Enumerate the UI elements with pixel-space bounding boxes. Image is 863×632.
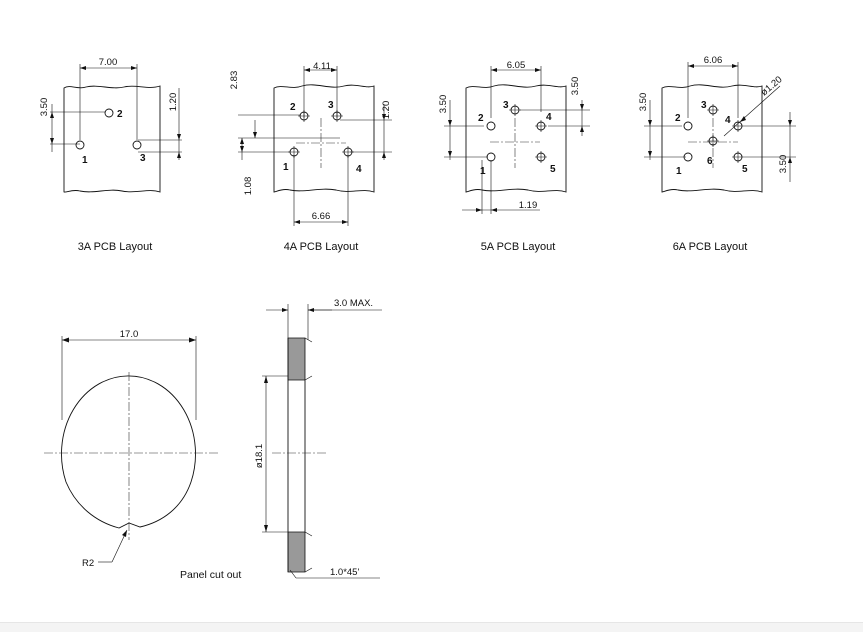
layout-caption: 6A PCB Layout [673,241,748,253]
layout-3a: 7.00 3.50 1.20 2 1 3 3A PCB Layout [39,57,182,253]
dim-label: 6.05 [507,60,526,71]
dim-label: 1.20 [381,101,392,120]
dim-label: 7.00 [99,57,118,68]
dimension-arrows [294,220,348,224]
pin-number: 3 [328,100,334,111]
pin-number: 3 [503,100,509,111]
dimension-arrows [491,68,541,72]
dim-label: 1.19 [519,200,538,211]
chamfer-edges [304,337,313,573]
pin-hole [104,108,114,118]
dim-label: 3.50 [570,77,581,96]
dimension-arrows [80,66,137,70]
layout-6a: 6.06 3.50 ø1.20 3.50 2 3 4 1 6 5 6A PCB … [638,55,796,253]
layout-caption: 4A PCB Layout [284,241,359,253]
viewer-bottom-bar [0,622,863,632]
pin-number: 2 [117,109,123,120]
cutout-outline [61,375,196,529]
pin-number: 4 [356,164,362,175]
dimension-arrows [688,64,738,68]
board-outline [273,84,375,193]
dim-label: 3.50 [778,155,789,174]
hatched-section [287,531,306,573]
pin-crosshairs [707,104,744,163]
panel-width-label: 17.0 [120,329,139,340]
dimension-arrows [476,208,497,212]
pin-number: 1 [283,162,289,173]
panel-cutout-front: 17.0 R2 Panel cut out [44,329,241,581]
board-outline [661,84,763,193]
radius-label: R2 [82,558,94,569]
dimension-arrows [240,138,244,152]
dim-label: 1.08 [243,177,254,196]
chamfer-label: 1.0*45' [330,567,359,578]
pin-number: 3 [140,153,146,164]
pin-number: 4 [546,112,552,123]
layout-caption: 5A PCB Layout [481,241,556,253]
pin-hole [132,140,142,150]
panel-cutout-section: 3.0 MAX. ø18.1 1.0*45' [254,298,382,579]
dim-label: 1.20 [168,93,179,112]
layout-caption: 3A PCB Layout [78,241,153,253]
dimension-arrows [253,132,257,138]
diameter-label: ø18.1 [254,444,265,468]
pin-number: 1 [676,166,682,177]
leader-line [723,85,781,137]
panel-caption: Panel cut out [180,569,241,581]
thickness-label: 3.0 MAX. [334,298,373,309]
dim-label: 3.50 [39,98,50,117]
leader-arrow [122,530,127,537]
pin-number: 3 [701,100,707,111]
pin-hole [683,121,693,131]
dim-label: ø1.20 [759,74,785,98]
dim-label: 6.06 [704,55,723,66]
pin-number: 2 [675,113,681,124]
leader-arrow [740,116,746,122]
pin-crosshairs [509,104,547,163]
board-outline [63,85,161,193]
pin-number: 5 [742,164,748,175]
pin-number: 1 [82,155,88,166]
pin-number: 2 [478,113,484,124]
pin-number: 6 [707,156,713,167]
pin-number: 5 [550,164,556,175]
dim-label: 2.83 [229,71,240,90]
pin-hole [75,140,85,150]
dimension-arrows [177,134,181,158]
layout-5a: 6.05 3.50 3.50 1.19 2 3 4 1 5 5A PCB Lay… [438,60,590,253]
dimension-arrows [580,104,584,132]
pin-crosshairs [288,110,354,158]
pin-number: 4 [725,115,731,126]
dim-label: 4.11 [313,61,331,72]
pin-hole [683,152,693,162]
dim-label: 3.50 [438,95,449,114]
pin-hole [486,121,496,131]
pin-hole [486,152,496,162]
hatched-section [287,337,306,381]
dim-label: 3.50 [638,93,649,112]
pin-number: 1 [480,166,486,177]
pin-number: 2 [290,102,296,113]
leader-line [289,569,297,579]
dim-label: 6.66 [312,211,331,222]
layout-4a: 4.11 2.83 1.20 1.08 6.66 2 3 1 4 4A PCB … [229,61,392,253]
